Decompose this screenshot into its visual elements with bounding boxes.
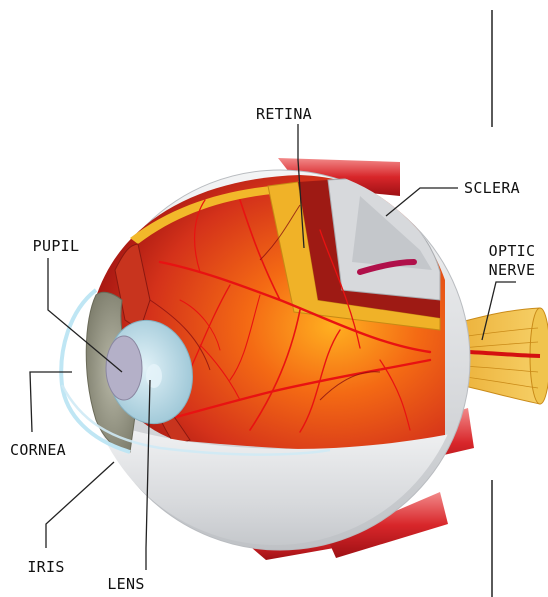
label-retina: RETINA bbox=[256, 105, 312, 123]
label-optic-nerve-line2: NERVE bbox=[489, 261, 536, 279]
label-lens: LENS bbox=[107, 575, 144, 593]
label-pupil: PUPIL bbox=[33, 237, 80, 255]
label-cornea: CORNEA bbox=[10, 441, 66, 459]
label-sclera: SCLERA bbox=[464, 179, 520, 197]
pupil bbox=[106, 336, 142, 400]
label-optic-nerve-line1: OPTIC bbox=[489, 242, 536, 260]
label-iris: IRIS bbox=[27, 558, 64, 576]
